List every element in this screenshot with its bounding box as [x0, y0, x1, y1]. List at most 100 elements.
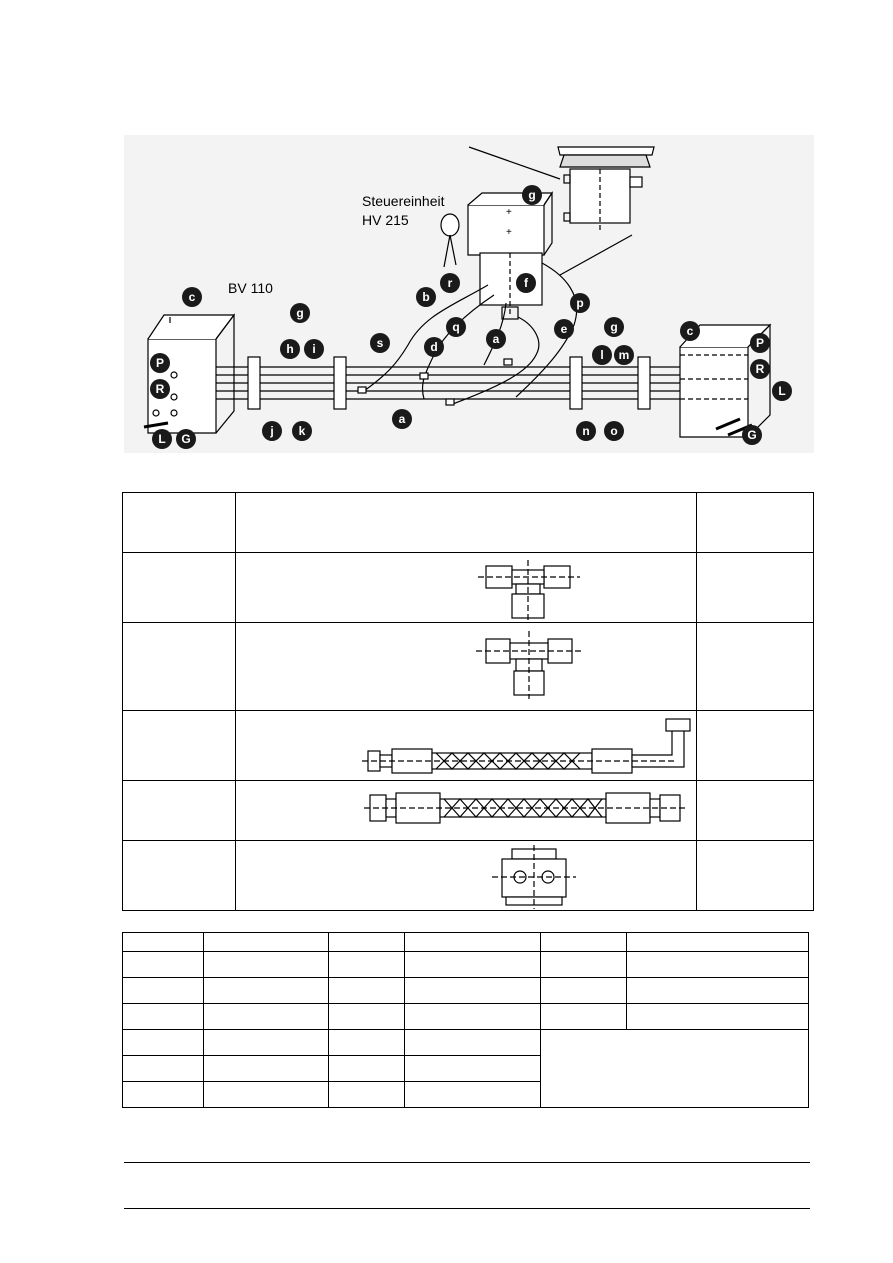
table-cell	[540, 977, 628, 1004]
table-cell	[696, 709, 814, 781]
tee-fitting-with-nuts-icon	[477, 559, 580, 622]
table-cell	[403, 951, 542, 978]
legend-table	[122, 932, 809, 1108]
callout-j-left	[262, 421, 282, 441]
table-cell	[626, 977, 809, 1004]
table-cell	[626, 1003, 809, 1030]
table-cell	[327, 1055, 405, 1082]
callout-g-right-letter: g	[610, 320, 617, 334]
table-cell	[403, 977, 542, 1004]
table-cell	[327, 977, 405, 1004]
callout-h-letter: h	[286, 342, 293, 356]
callout-p-top-letter: p	[576, 296, 583, 310]
table-row	[122, 552, 814, 624]
callout-l-right-letter: l	[600, 348, 603, 362]
callout-k	[292, 421, 312, 441]
callout-k-letter: k	[299, 424, 306, 438]
control-unit-model: HV 215	[362, 212, 409, 228]
callout-q-letter: q	[452, 320, 459, 334]
table-cell	[202, 1029, 329, 1056]
table-cell	[202, 1055, 329, 1082]
callout-g-bottom-left-letter: G	[181, 432, 190, 446]
table-cell	[540, 932, 628, 952]
table-row	[122, 951, 809, 978]
callout-g-left-letter: g	[296, 306, 303, 320]
valve-block-icon	[491, 845, 576, 910]
callout-p-top	[570, 293, 590, 313]
callout-s	[370, 333, 390, 353]
callout-b-letter: b	[422, 290, 429, 304]
callout-g-far-right	[742, 425, 762, 445]
callout-i-letter: i	[312, 342, 315, 356]
table-cell	[122, 951, 204, 978]
svg-text:+: +	[506, 207, 512, 218]
table-cell	[403, 1055, 542, 1082]
table-cell	[234, 622, 698, 711]
callout-g-bottom-left	[176, 429, 196, 449]
callout-p-left-letter: P	[156, 356, 164, 370]
table-cell	[327, 1081, 405, 1108]
table-cell	[122, 1081, 204, 1108]
distributor-left-label: BV 110	[228, 280, 273, 296]
table-cell	[122, 779, 236, 841]
table-cell	[122, 491, 236, 554]
callout-l-far-right	[772, 381, 792, 401]
callout-o-letter: o	[610, 424, 617, 438]
callout-r-left	[150, 379, 170, 399]
callout-f	[516, 273, 536, 293]
table-cell	[403, 1081, 542, 1108]
callout-h	[280, 339, 300, 359]
callout-r	[440, 273, 460, 293]
control-unit-label: Steuereinheit	[362, 193, 445, 209]
callout-b	[416, 287, 436, 307]
callout-e	[554, 319, 574, 339]
table-cell	[696, 779, 814, 841]
table-cell	[327, 1029, 405, 1056]
table-row	[122, 779, 814, 841]
callout-r-right-letter: R	[756, 362, 765, 376]
table-cell	[202, 1081, 329, 1108]
table-cell	[234, 839, 698, 912]
table-row	[122, 622, 814, 711]
callout-a-bottom-letter: a	[399, 412, 406, 426]
callout-i	[304, 339, 324, 359]
table-cell	[626, 932, 809, 952]
callout-p-right	[750, 333, 770, 353]
callout-p-right-letter: P	[756, 336, 764, 350]
table-header-row	[122, 491, 814, 554]
callout-r-left-letter: R	[156, 382, 165, 396]
table-cell	[122, 977, 204, 1004]
table-cell	[540, 951, 628, 978]
callout-r-right	[750, 359, 770, 379]
table-cell	[696, 491, 814, 554]
callout-q	[446, 317, 466, 337]
table-cell	[403, 932, 542, 952]
callout-f-letter: f	[524, 276, 529, 290]
table-row	[122, 709, 814, 781]
table-row	[122, 1029, 809, 1108]
table-cell	[234, 709, 698, 781]
table-row	[122, 1081, 809, 1108]
table-cell	[327, 1003, 405, 1030]
system-diagram: + +	[124, 135, 814, 453]
table-row	[122, 1055, 809, 1082]
callout-g-right	[604, 317, 624, 337]
callout-o	[604, 421, 624, 441]
table-cell	[696, 839, 814, 912]
callout-d	[424, 337, 444, 357]
callout-a-mid-letter: a	[493, 332, 500, 346]
table-row	[122, 839, 814, 912]
table-cell	[122, 1003, 204, 1030]
straight-hose-icon	[363, 792, 688, 824]
callout-c-left	[182, 287, 202, 307]
table-row	[122, 1003, 809, 1030]
table-cell	[626, 951, 809, 978]
table-cell	[234, 491, 698, 554]
hose-with-elbow-icon	[361, 718, 691, 774]
table-cell	[327, 932, 405, 952]
callout-c-left-letter: c	[189, 290, 196, 304]
table-row	[122, 977, 809, 1004]
callout-l-far-right-letter: L	[778, 384, 785, 398]
table-row	[122, 932, 809, 952]
callout-d-letter: d	[430, 340, 437, 354]
